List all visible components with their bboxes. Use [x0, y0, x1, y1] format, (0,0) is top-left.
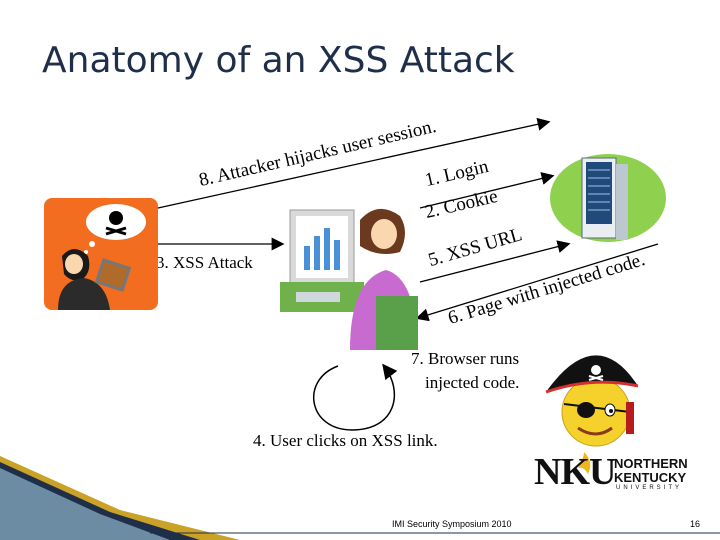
arrow-xss-url [419, 240, 571, 283]
web-server-icon [550, 154, 666, 242]
nku-line-2: KENTUCKY [614, 470, 687, 485]
arrow-hijack [157, 117, 551, 209]
slide-title: Anatomy of an XSS Attack [42, 40, 515, 81]
arrow-login [419, 172, 555, 209]
step-7-label-line1: 7. Browser runs [411, 349, 520, 368]
arrow-page [415, 243, 659, 322]
attacker-illustration [44, 198, 158, 310]
user-illustration [280, 208, 418, 350]
page-number: 16 [690, 519, 701, 529]
step-4-label: 4. User clicks on XSS link. [253, 431, 438, 450]
step-3-label: 3. XSS Attack [156, 253, 253, 272]
arrow-loop [312, 363, 398, 431]
nku-logo: NKU NORTHERN KENTUCKY UNIVERSITY [528, 450, 698, 496]
nku-line-3: UNIVERSITY [616, 485, 683, 491]
nku-monogram: NKU [534, 451, 616, 493]
pirate-smiley-icon [545, 355, 639, 447]
nku-line-1: NORTHERN [614, 456, 688, 471]
decorative-bottom-ribbon [0, 456, 720, 540]
footer-text: IMI Security Symposium 2010 [392, 519, 512, 529]
step-7-label-line2: injected code. [425, 373, 520, 392]
nku-flame-mark [578, 452, 591, 474]
